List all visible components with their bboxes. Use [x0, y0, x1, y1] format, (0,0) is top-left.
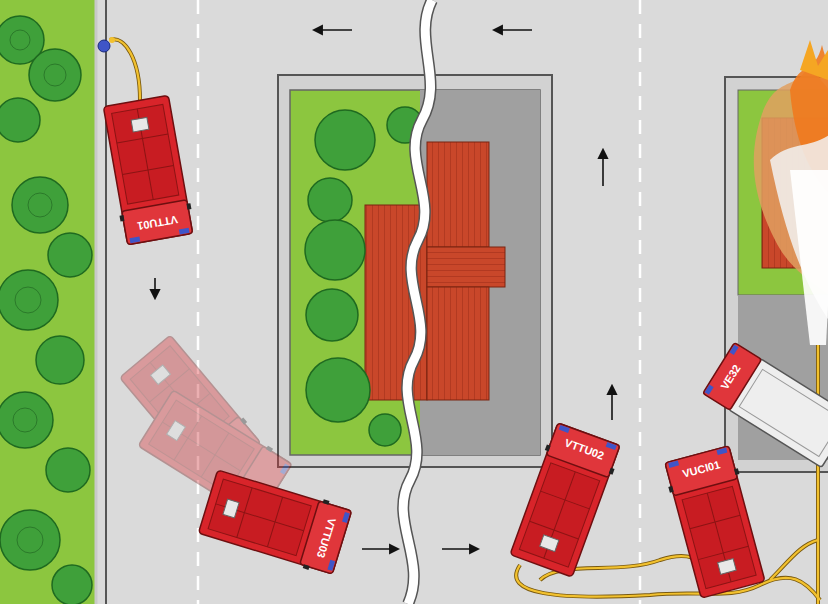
water-jet	[790, 170, 828, 345]
fire-truck	[100, 95, 195, 245]
fire-truck	[507, 422, 623, 578]
fire-truck	[198, 467, 353, 577]
hose	[110, 39, 820, 604]
ladder-truck	[703, 342, 828, 467]
lane-line	[197, 0, 200, 604]
lane-line	[639, 0, 642, 604]
break-line	[403, 0, 432, 604]
trees	[0, 16, 92, 604]
curb	[105, 0, 107, 604]
hydrant	[98, 40, 110, 52]
fire-truck	[662, 445, 768, 599]
